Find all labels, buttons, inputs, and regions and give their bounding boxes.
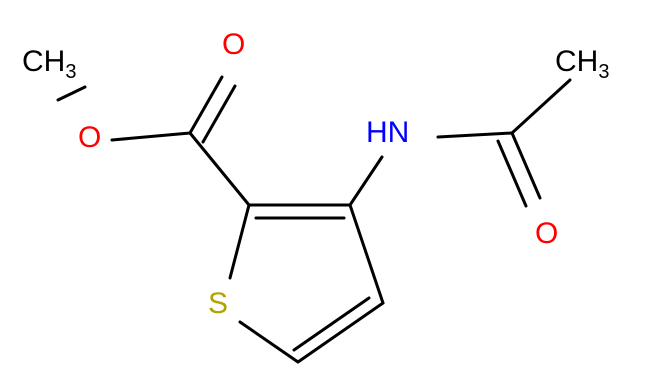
bond-o-to-carbonyl-c [110,131,192,142]
bond-amide-co-double-a [510,131,542,200]
atom-labels: CH3 O O HN CH3 O S [22,28,609,320]
ch-text: CH [555,45,598,78]
bond-co-double-b [201,84,237,144]
methyl-label-right: CH3 [555,45,609,83]
bond-s-to-c2 [228,203,251,280]
bond-carbonyl-c-to-ring-c2 [188,131,251,207]
bond-c4-c5-double-outer [296,301,385,364]
subscript-3: 3 [65,61,76,83]
amide-oxygen-label: O [535,217,558,250]
bond-c5-to-s [238,320,300,364]
bond-amide-co-double-b [496,139,528,208]
bond-c3-to-n [348,155,384,207]
bonds [56,75,572,364]
subscript-3: 3 [598,61,609,83]
carbonyl-oxygen-label: O [222,28,245,61]
bond-c4-c5-double-inner [292,296,371,352]
bond-c3-c4 [348,203,385,305]
bond-co-double-a [188,75,224,135]
sulfur-label: S [208,287,228,320]
methyl-label-left: CH3 [22,45,76,83]
ch-text: CH [22,45,65,78]
bond-n-to-acyl-c [436,131,514,139]
bond-acyl-c-to-methyl [510,78,572,135]
bond-o-to-methyl [56,85,87,102]
amine-nh-label: HN [366,116,409,149]
ester-oxygen-label: O [78,121,101,154]
